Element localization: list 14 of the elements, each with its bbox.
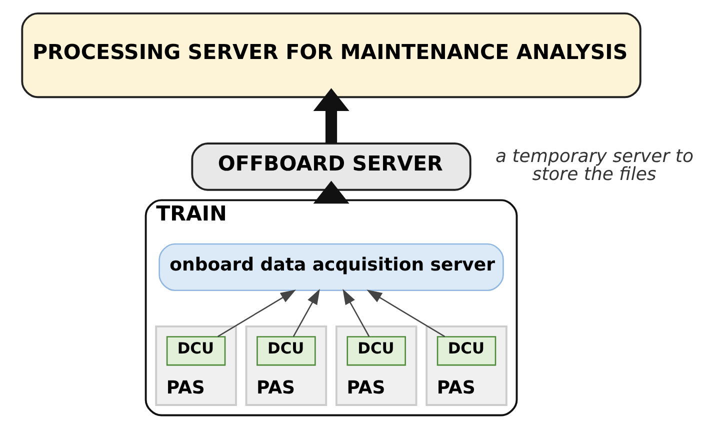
node-box: DCU: [346, 336, 406, 366]
arrow: [217, 290, 296, 338]
arrow: [313, 88, 350, 144]
node-label: a temporary server to store the files: [495, 146, 694, 185]
node-box: OFFBOARD SERVER: [191, 142, 472, 191]
arrow: [342, 288, 370, 337]
arrow: [292, 288, 320, 337]
arrow: [366, 290, 446, 338]
node-box: DCU: [436, 336, 496, 366]
node-box: onboard data acquisition server: [158, 243, 504, 291]
node-box: DCU: [256, 336, 316, 366]
node-box: DCU: [166, 336, 226, 366]
arrow: [313, 180, 350, 204]
node-box: PROCESSING SERVER FOR MAINTENANCE ANALYSIS: [21, 12, 642, 98]
